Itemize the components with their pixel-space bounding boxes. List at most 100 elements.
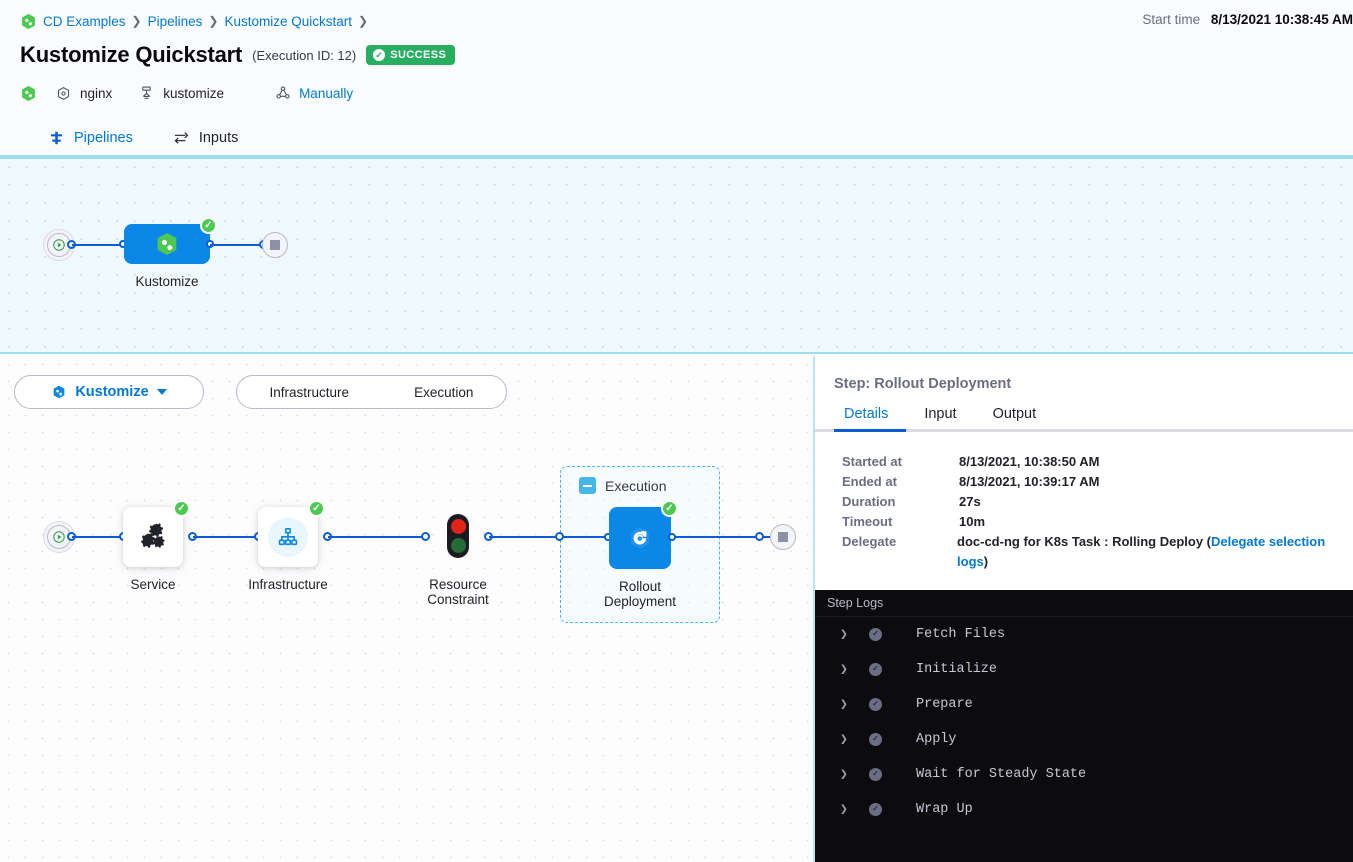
page-header: CD Examples ❯ Pipelines ❯ Kustomize Quic… (0, 0, 1353, 111)
chevron-right-icon[interactable]: ❯ (840, 767, 848, 782)
main-tabs: Pipelines Inputs (0, 111, 1353, 161)
stage-node-service[interactable]: ✓ Service (123, 500, 190, 592)
step-detail-tabs: Details Input Output (815, 406, 1353, 432)
delegate-selection-logs-link[interactable]: Delegate selection logs (957, 534, 1326, 569)
rollout-icon (631, 527, 649, 549)
meta-deployment-type-label: kustomize (163, 85, 225, 101)
chevron-right-icon[interactable]: ❯ (840, 802, 848, 817)
tab-input[interactable]: Input (924, 406, 957, 422)
status-success-icon: ✓ (200, 217, 217, 234)
pipeline-start-node[interactable] (47, 233, 71, 257)
stop-square (270, 240, 280, 250)
tab-output[interactable]: Output (992, 406, 1037, 422)
infra-circle (268, 517, 308, 557)
stop-icon (770, 524, 796, 550)
execution-meta: nginx kustomize Manually (20, 81, 1353, 105)
stop-square (778, 532, 788, 542)
breadcrumb: CD Examples ❯ Pipelines ❯ Kustomize Quic… (20, 10, 1353, 32)
status-success-icon: ✓ (869, 628, 882, 641)
inputs-icon (173, 129, 190, 146)
pipeline-stage-kustomize[interactable]: ✓ Kustomize (124, 217, 217, 289)
detail-key: Duration (842, 494, 896, 509)
stage-graph-canvas[interactable] (0, 356, 815, 862)
service-node-body[interactable]: ✓ (123, 500, 190, 567)
stage-selector-label: Kustomize (75, 384, 149, 400)
detail-key: Ended at (842, 474, 897, 489)
check-icon: ✓ (373, 49, 386, 61)
rollout-node-body[interactable]: ✓ (609, 500, 678, 569)
pipeline-stop-node[interactable] (262, 232, 288, 258)
connector-line (489, 536, 609, 538)
meta-deployment-type: kustomize (138, 85, 224, 102)
execution-id: (Execution ID: 12) (252, 47, 357, 63)
start-time-value: 8/13/2021 10:38:45 AM (1210, 12, 1353, 27)
segment-infrastructure[interactable]: Infrastructure (269, 384, 350, 400)
tab-details[interactable]: Details (834, 406, 907, 432)
collapse-minus-icon[interactable] (579, 477, 596, 494)
tab-inputs[interactable]: Inputs (153, 129, 259, 158)
log-row[interactable]: ❯ ✓ Wait for Steady State (815, 757, 1353, 792)
status-badge: ✓ SUCCESS (366, 45, 456, 65)
pipeline-canvas[interactable]: ✓ Kustomize (0, 155, 1353, 354)
meta-harness-logo (20, 85, 37, 102)
breadcrumb-item-2[interactable]: Kustomize Quickstart (224, 13, 352, 29)
breadcrumb-item-0[interactable]: CD Examples (43, 13, 126, 29)
pipeline-stage-label: Kustomize (135, 274, 199, 289)
connector-line (674, 536, 774, 538)
infrastructure-node-body[interactable]: ✓ (258, 500, 325, 567)
stage-section-toggle[interactable]: Infrastructure Execution (236, 375, 507, 409)
stage-stop-node[interactable] (770, 524, 796, 550)
stage-node-rollout-deployment-label: Rollout Deployment (603, 579, 677, 609)
stage-node-body[interactable]: ✓ (124, 217, 217, 264)
log-row[interactable]: ❯ ✓ Wrap Up (815, 792, 1353, 827)
status-success-icon: ✓ (869, 768, 882, 781)
stage-node-infrastructure-label: Infrastructure (248, 577, 328, 592)
meta-trigger-label[interactable]: Manually (299, 85, 354, 101)
harness-icon (20, 13, 37, 30)
service-gears-icon (141, 523, 165, 548)
stage-start-node[interactable] (47, 525, 71, 549)
connector-line (328, 536, 428, 538)
execution-group-header[interactable]: Execution (579, 477, 666, 494)
stage-selector[interactable]: Kustomize (14, 375, 204, 409)
detail-value: doc-cd-ng for K8s Task : Rolling Deploy … (957, 532, 1353, 572)
chevron-right-icon[interactable]: ❯ (840, 662, 848, 677)
tab-pipelines-label: Pipelines (74, 129, 133, 146)
detail-value: 8/13/2021, 10:39:17 AM (959, 474, 1100, 489)
meta-service-label: nginx (80, 85, 113, 101)
chevron-right-icon: ❯ (208, 14, 219, 28)
log-row[interactable]: ❯ ✓ Initialize (815, 652, 1353, 687)
detail-row-ended-at: Ended at 8/13/2021, 10:39:17 AM (842, 472, 1353, 492)
stage-node-infrastructure[interactable]: ✓ Infrastructure (248, 500, 328, 592)
step-detail-properties: Started at 8/13/2021, 10:38:50 AM Ended … (815, 432, 1353, 572)
log-row[interactable]: ❯ ✓ Prepare (815, 687, 1353, 722)
service-icon (55, 85, 72, 102)
traffic-green (450, 538, 466, 553)
kustomize-icon (138, 85, 155, 102)
log-row[interactable]: ❯ ✓ Apply (815, 722, 1353, 757)
chevron-right-icon: ❯ (131, 14, 142, 28)
stage-node-service-label: Service (130, 577, 176, 592)
segment-execution[interactable]: Execution (414, 384, 474, 400)
traffic-red (450, 519, 466, 534)
tab-pipelines[interactable]: Pipelines (28, 129, 153, 161)
breadcrumb-item-1[interactable]: Pipelines (147, 13, 203, 29)
stage-node-rollout-deployment[interactable]: ✓ Rollout Deployment (604, 500, 678, 609)
log-row-label: Initialize (916, 662, 998, 677)
status-badge-label: SUCCESS (390, 49, 447, 61)
detail-row-started-at: Started at 8/13/2021, 10:38:50 AM (842, 452, 1353, 472)
infrastructure-icon (278, 527, 298, 546)
detail-key: Timeout (842, 514, 893, 529)
status-success-icon: ✓ (869, 698, 882, 711)
meta-trigger[interactable]: Manually (274, 85, 353, 102)
canvas-top-strip (0, 155, 1353, 159)
chevron-right-icon[interactable]: ❯ (840, 627, 848, 642)
chevron-right-icon[interactable]: ❯ (840, 732, 848, 747)
stage-node-resource-constraint[interactable]: Resource Constraint (427, 514, 489, 607)
status-success-icon: ✓ (308, 500, 325, 517)
detail-row-timeout: Timeout 10m (842, 512, 1353, 532)
chevron-down-icon[interactable] (156, 389, 167, 395)
chevron-right-icon[interactable]: ❯ (840, 697, 848, 712)
log-row[interactable]: ❯ ✓ Fetch Files (815, 617, 1353, 652)
